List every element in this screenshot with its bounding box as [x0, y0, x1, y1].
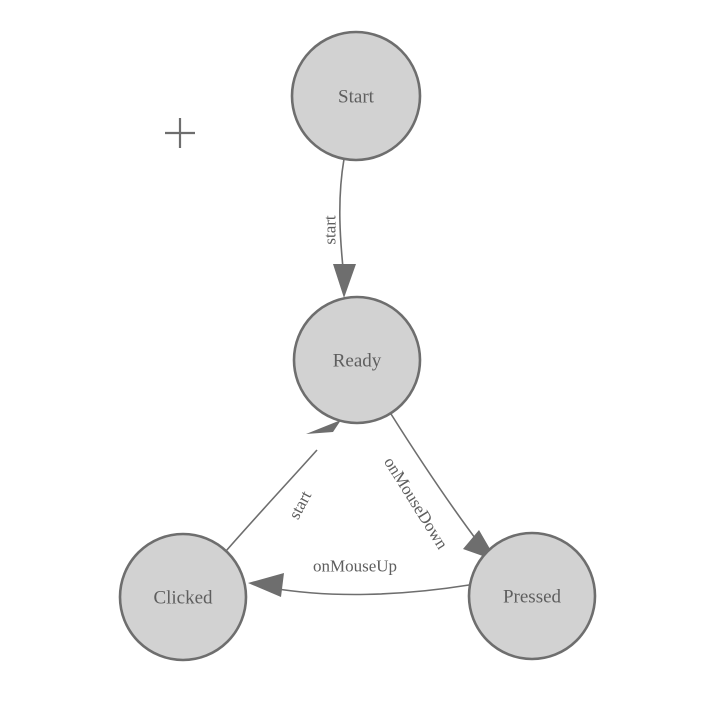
node-circle[interactable] — [292, 295, 422, 425]
edge-line[interactable] — [225, 449, 318, 552]
edge-line[interactable] — [339, 158, 345, 279]
arrowhead-icon — [306, 420, 341, 434]
node-label-start: Start — [338, 87, 375, 108]
node-circle[interactable] — [118, 532, 248, 662]
edge-pressed-to-clicked[interactable]: onMouseUp — [248, 557, 470, 598]
edge-label-clicked-to-ready: start — [285, 487, 316, 522]
node-clicked[interactable]: Clicked — [118, 532, 248, 662]
arrowhead-icon — [333, 264, 356, 298]
node-label-clicked: Clicked — [153, 588, 213, 609]
edge-ready-to-pressed[interactable]: onMouseDown — [380, 413, 497, 561]
node-start[interactable]: Start — [290, 30, 422, 162]
node-circle[interactable] — [290, 30, 422, 162]
node-circle[interactable] — [467, 531, 597, 661]
nodes-layer: Start Ready Clicked Pressed — [118, 30, 597, 662]
node-pressed[interactable]: Pressed — [467, 531, 597, 661]
node-label-pressed: Pressed — [503, 587, 562, 608]
crosshair-icon[interactable] — [165, 118, 195, 148]
arrowhead-icon — [248, 573, 284, 597]
edge-clicked-to-ready[interactable]: start — [225, 420, 341, 552]
edge-line[interactable] — [390, 413, 482, 547]
edge-label-start-to-ready: start — [321, 215, 340, 245]
node-label-ready: Ready — [333, 351, 382, 372]
edge-start-to-ready[interactable]: start — [321, 158, 357, 298]
edge-label-pressed-to-clicked: onMouseUp — [313, 557, 397, 576]
edge-label-ready-to-pressed: onMouseDown — [380, 454, 452, 553]
edge-line[interactable] — [271, 584, 470, 596]
node-ready[interactable]: Ready — [292, 295, 422, 425]
